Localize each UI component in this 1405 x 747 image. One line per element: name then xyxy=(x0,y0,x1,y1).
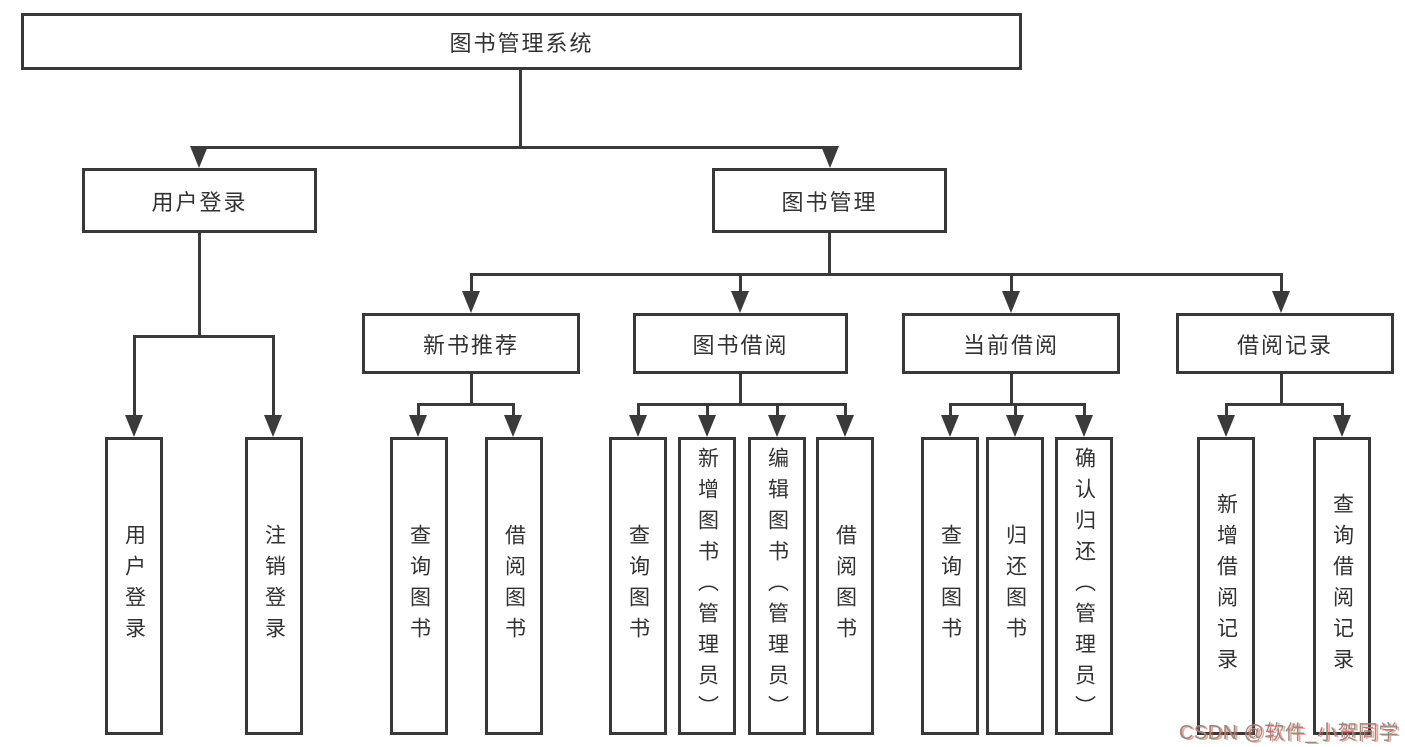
connector-hbar xyxy=(949,403,1086,406)
arrowhead xyxy=(1006,415,1024,437)
arrowhead xyxy=(1333,415,1351,437)
connector-stub xyxy=(776,403,779,417)
arrowhead xyxy=(629,415,647,437)
arrowhead xyxy=(409,415,427,437)
node-current-borrow: 当前借阅 xyxy=(902,313,1120,374)
arrowhead xyxy=(941,415,959,437)
arrowhead xyxy=(768,415,786,437)
connector-bookmgmt-vertical xyxy=(828,232,831,276)
leaf-query-books: 查询图书 xyxy=(921,437,979,735)
arrowhead xyxy=(1272,291,1290,313)
connector-vertical xyxy=(470,373,473,406)
leaf-add-books-admin: 新增图书（管理员） xyxy=(678,437,736,735)
leaf-user-login: 用户登录 xyxy=(105,437,163,735)
arrowhead-to-user-login xyxy=(190,146,208,168)
arrowhead xyxy=(1002,291,1020,313)
node-borrow-records: 借阅记录 xyxy=(1176,313,1394,374)
connector-stub xyxy=(706,403,709,417)
leaf-query-books: 查询图书 xyxy=(390,437,448,735)
connector-hbar xyxy=(637,403,847,406)
leaf-query-books: 查询图书 xyxy=(609,437,667,735)
arrowhead xyxy=(504,415,522,437)
arrowhead xyxy=(1217,415,1235,437)
leaf-borrow-books: 借阅图书 xyxy=(816,437,874,735)
connector-hbar xyxy=(1225,403,1344,406)
leaf-logout: 注销登录 xyxy=(245,437,303,735)
connector-level2-hbar xyxy=(198,146,832,149)
leaf-return-books: 归还图书 xyxy=(986,437,1044,735)
connector-userlogin-vertical xyxy=(198,232,201,335)
node-book-management: 图书管理 xyxy=(712,168,947,233)
connector-stub xyxy=(1280,273,1283,293)
connector-stub xyxy=(133,335,136,419)
arrowhead xyxy=(462,291,480,313)
leaf-borrow-books: 借阅图书 xyxy=(485,437,543,735)
leaf-confirm-return-admin: 确认归还（管理员） xyxy=(1055,437,1113,735)
arrowhead xyxy=(264,415,282,437)
connector-stub xyxy=(1083,403,1086,417)
leaf-add-borrow-record: 新增借阅记录 xyxy=(1197,437,1255,735)
arrowhead xyxy=(1075,415,1093,437)
connector-stub xyxy=(637,403,640,417)
connector-hbar xyxy=(417,403,515,406)
connector-stub xyxy=(844,403,847,417)
connector-stub xyxy=(1014,403,1017,417)
connector-stub xyxy=(417,403,420,417)
connector-vertical xyxy=(1280,373,1283,406)
connector-stub xyxy=(739,273,742,293)
connector-stub xyxy=(512,403,515,417)
connector-root-vertical xyxy=(519,69,522,146)
connector-stub xyxy=(1341,403,1344,417)
connector-stub xyxy=(1010,273,1013,293)
leaf-query-borrow-record: 查询借阅记录 xyxy=(1313,437,1371,735)
arrowhead xyxy=(698,415,716,437)
connector-vertical xyxy=(739,373,742,406)
connector-level3-hbar xyxy=(470,273,1283,276)
arrowhead xyxy=(731,291,749,313)
arrowhead xyxy=(836,415,854,437)
csdn-watermark: CSDN @软件_小贺同学 xyxy=(1178,722,1399,744)
node-user-login: 用户登录 xyxy=(82,168,317,233)
arrowhead xyxy=(125,415,143,437)
node-book-borrow: 图书借阅 xyxy=(633,313,848,374)
connector-stub xyxy=(470,273,473,293)
connector-userlogin-hbar xyxy=(133,335,275,338)
connector-stub xyxy=(949,403,952,417)
connector-vertical xyxy=(1010,373,1013,406)
connector-stub xyxy=(272,335,275,419)
leaf-edit-books-admin: 编辑图书（管理员） xyxy=(748,437,806,735)
node-root-library-system: 图书管理系统 xyxy=(21,13,1022,70)
node-new-book-recommend: 新书推荐 xyxy=(362,313,580,374)
connector-stub xyxy=(1225,403,1228,417)
arrowhead-to-book-mgmt xyxy=(821,146,839,168)
